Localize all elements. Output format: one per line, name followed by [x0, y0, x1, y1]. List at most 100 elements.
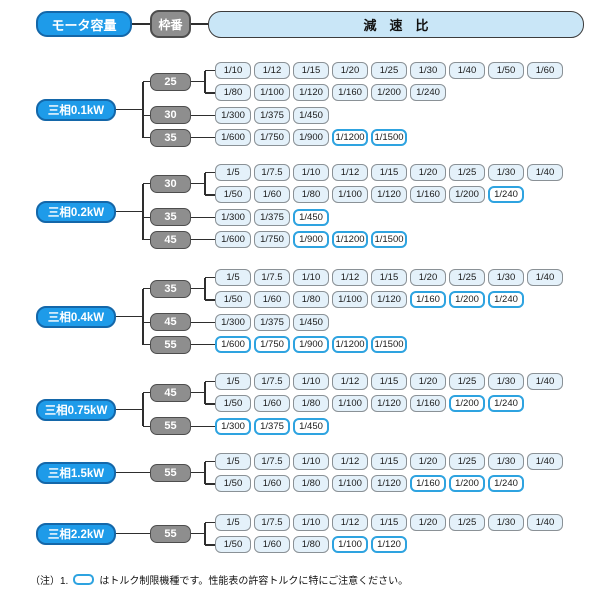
- connector-line: [191, 532, 205, 535]
- connector-line: [143, 343, 150, 346]
- ratio-box: 1/600: [215, 129, 251, 147]
- connector-line: [116, 108, 143, 111]
- ratio-box: 1/200: [371, 84, 407, 102]
- ratio-box: 1/50: [215, 475, 251, 493]
- ratio-box: 1/200: [449, 475, 485, 493]
- ratio-box: 1/7.5: [254, 164, 290, 181]
- ratio-box: 1/300: [215, 208, 251, 226]
- ratio-box: 1/300: [215, 417, 251, 435]
- ratio-box: 1/10: [293, 453, 329, 470]
- ratio-box: 1/160: [410, 291, 446, 309]
- ratio-box: 1/80: [215, 84, 251, 102]
- ratio-box: 1/30: [488, 373, 524, 390]
- torque-limited-sample-icon: [73, 574, 95, 585]
- connector-line: [191, 343, 215, 346]
- frame-size-box: 25: [150, 72, 191, 91]
- ratio-box: 1/375: [254, 106, 290, 124]
- ratio-box: 1/1500: [371, 336, 407, 354]
- ratio-box: 1/600: [215, 231, 251, 249]
- connector-line: [205, 171, 215, 174]
- ratio-box: 1/1500: [371, 231, 407, 249]
- ratio-box: 1/750: [254, 231, 290, 249]
- ratio-box: 1/12: [332, 373, 368, 390]
- ratio-box: 1/1500: [371, 129, 407, 147]
- connector-line: [205, 380, 215, 383]
- ratio-box: 1/750: [254, 129, 290, 147]
- ratio-box: 1/100: [332, 395, 368, 413]
- motor-capacity-label: 三相0.4kW: [36, 305, 116, 328]
- connector-line: [191, 182, 205, 185]
- ratio-box: 1/60: [254, 475, 290, 493]
- connector-line: [143, 80, 150, 83]
- ratio-box: 1/40: [527, 269, 563, 286]
- ratio-box: 1/50: [215, 395, 251, 413]
- connector-line: [205, 544, 215, 546]
- ratio-box: 1/120: [371, 186, 407, 204]
- ratio-box: 1/40: [527, 453, 563, 470]
- connector-line: [204, 381, 206, 404]
- ratio-box: 1/80: [293, 536, 329, 554]
- ratio-box: 1/80: [293, 475, 329, 493]
- ratio-box: 1/40: [449, 62, 485, 79]
- connector-line: [205, 403, 215, 405]
- ratio-box: 1/5: [215, 164, 251, 181]
- ratio-box: 1/450: [293, 106, 329, 124]
- connector-line: [205, 69, 215, 72]
- ratio-box: 1/1200: [332, 231, 368, 249]
- connector-line: [143, 238, 150, 241]
- connector-line: [143, 391, 150, 394]
- connector-line: [205, 460, 215, 463]
- ratio-box: 1/7.5: [254, 373, 290, 390]
- ratio-box: 1/40: [527, 164, 563, 181]
- connector-line: [191, 216, 215, 219]
- connector-line: [143, 287, 150, 290]
- ratio-box: 1/375: [254, 313, 290, 331]
- ratio-box: 1/120: [371, 475, 407, 493]
- connector-line: [132, 23, 150, 25]
- connector-line: [204, 172, 206, 195]
- connector-line: [205, 92, 215, 94]
- ratio-box: 1/80: [293, 291, 329, 309]
- connector-line: [191, 425, 215, 428]
- ratio-box: 1/80: [293, 395, 329, 413]
- ratio-box: 1/15: [371, 453, 407, 470]
- connector-line: [116, 315, 143, 318]
- connector-line: [116, 210, 143, 213]
- ratio-box: 1/120: [293, 84, 329, 102]
- ratio-box: 1/10: [215, 62, 251, 79]
- ratio-box: 1/1200: [332, 336, 368, 354]
- ratio-box: 1/20: [410, 373, 446, 390]
- connector-line: [204, 70, 206, 93]
- ratio-box: 1/40: [527, 514, 563, 531]
- ratio-box: 1/10: [293, 514, 329, 531]
- ratio-box: 1/30: [488, 514, 524, 531]
- connector-line: [143, 114, 150, 117]
- ratio-box: 1/25: [449, 269, 485, 286]
- ratio-box: 1/30: [488, 164, 524, 181]
- ratio-box: 1/15: [293, 62, 329, 79]
- frame-size-box: 55: [150, 335, 191, 354]
- ratio-box: 1/100: [332, 186, 368, 204]
- reduction-ratio-header: 減 速 比: [208, 11, 584, 38]
- ratio-box: 1/20: [410, 453, 446, 470]
- ratio-box: 1/375: [254, 417, 290, 435]
- ratio-box: 1/10: [293, 373, 329, 390]
- ratio-box: 1/120: [371, 395, 407, 413]
- ratio-box: 1/20: [410, 269, 446, 286]
- connector-line: [142, 392, 144, 427]
- frame-size-box: 30: [150, 106, 191, 125]
- ratio-box: 1/15: [371, 514, 407, 531]
- connector-line: [191, 80, 205, 83]
- ratio-box: 1/7.5: [254, 453, 290, 470]
- ratio-box: 1/100: [332, 291, 368, 309]
- frame-size-box: 55: [150, 417, 191, 436]
- connector-line: [142, 81, 144, 138]
- ratio-box: 1/160: [410, 186, 446, 204]
- ratio-box: 1/160: [332, 84, 368, 102]
- ratio-box: 1/25: [449, 373, 485, 390]
- connector-line: [205, 299, 215, 301]
- ratio-box: 1/120: [371, 291, 407, 309]
- ratio-box: 1/160: [410, 395, 446, 413]
- ratio-box: 1/450: [293, 417, 329, 435]
